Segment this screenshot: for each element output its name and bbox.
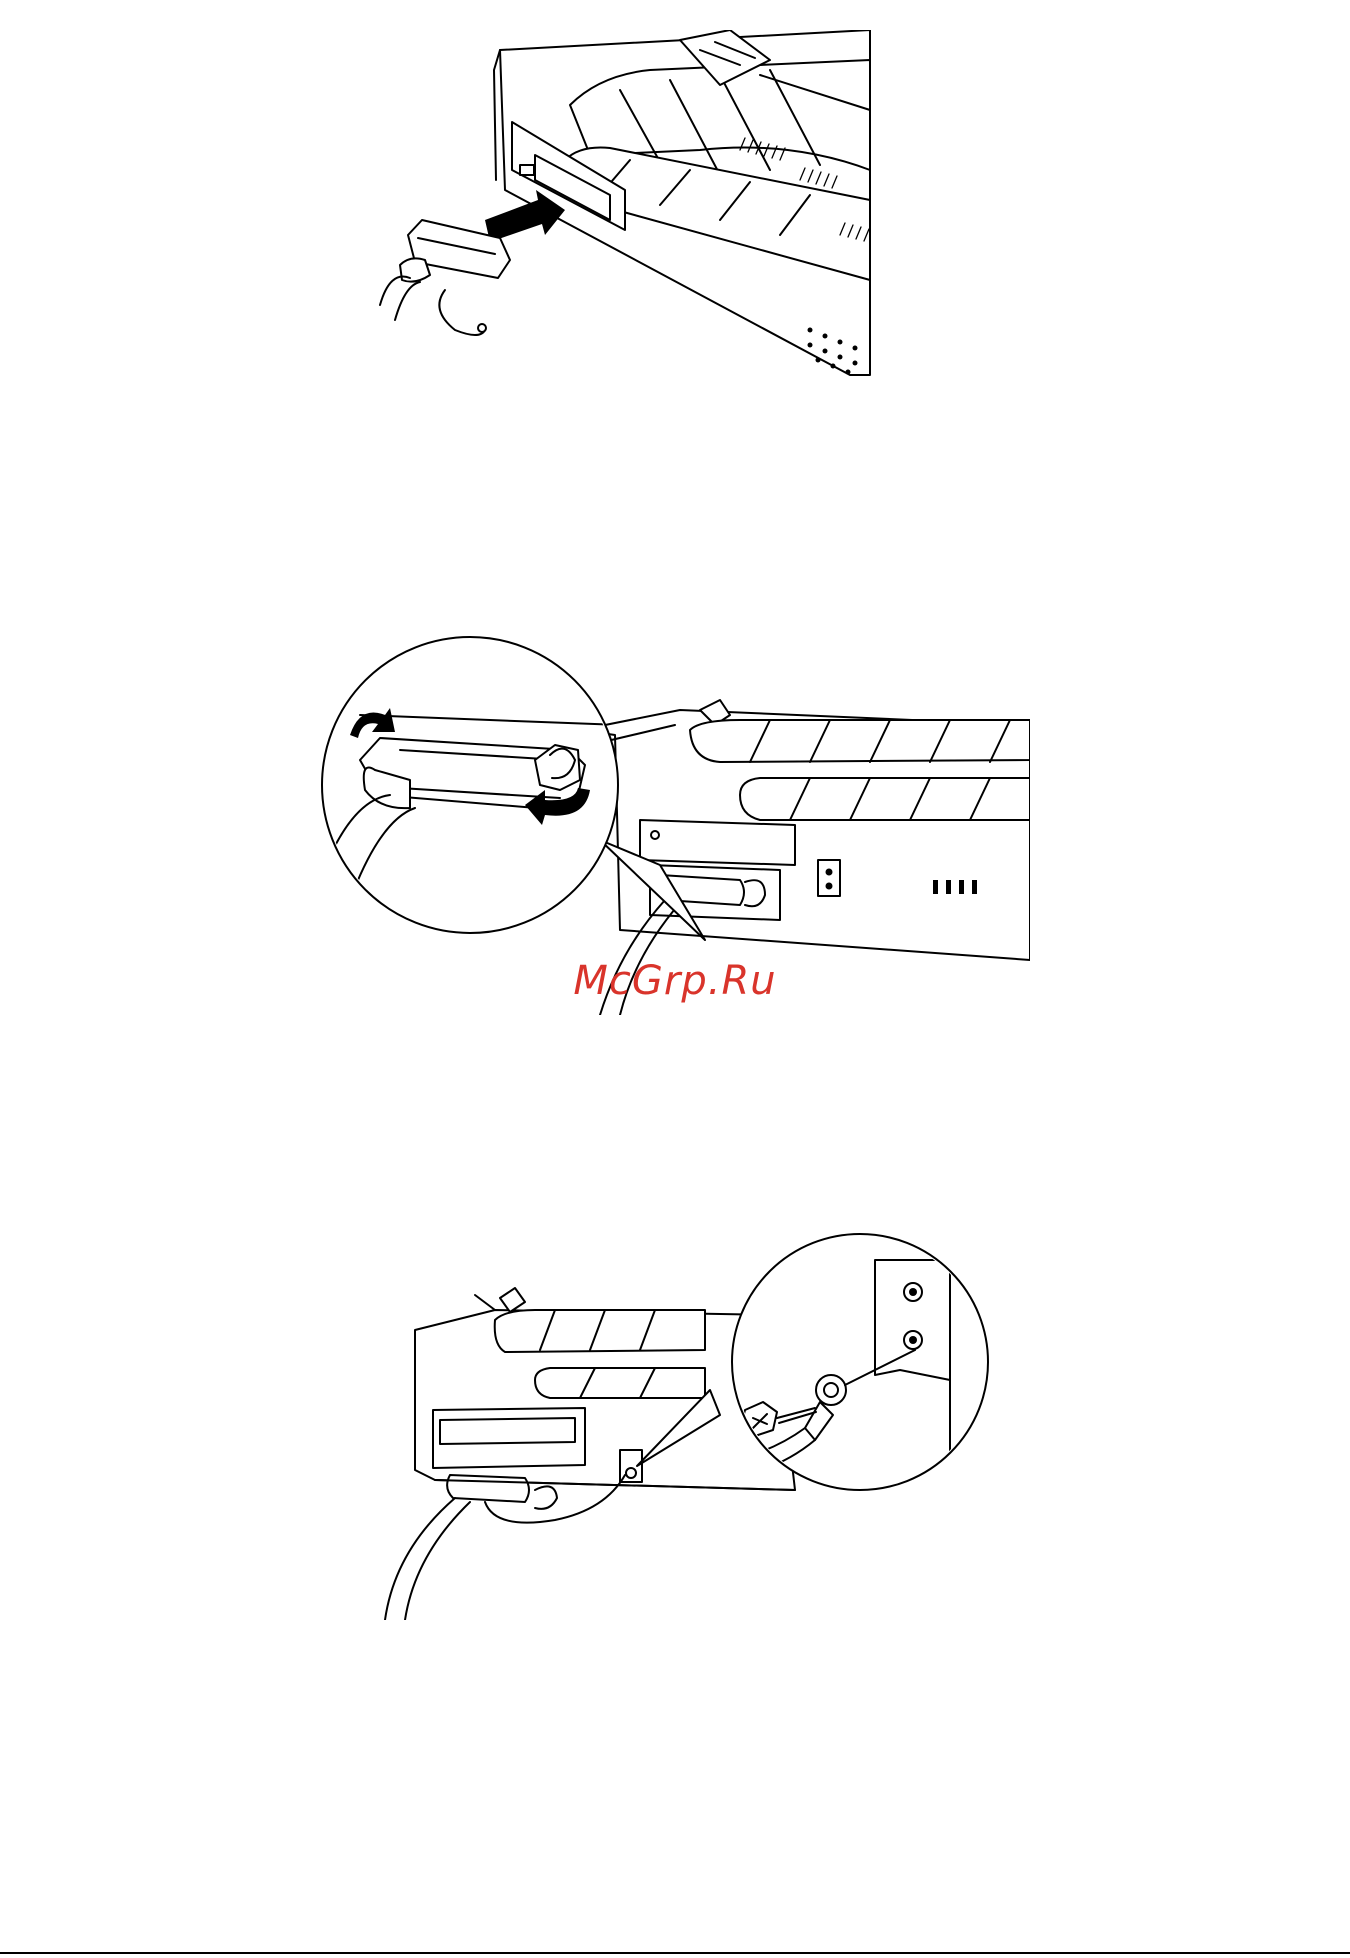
watermark-text: McGrp.Ru xyxy=(0,958,1350,1004)
footer-rule xyxy=(0,1952,1350,1954)
figure-ground-wire xyxy=(375,1230,1035,1620)
figure-connect-cable xyxy=(370,30,950,380)
figure-secure-clips xyxy=(320,620,1030,1015)
